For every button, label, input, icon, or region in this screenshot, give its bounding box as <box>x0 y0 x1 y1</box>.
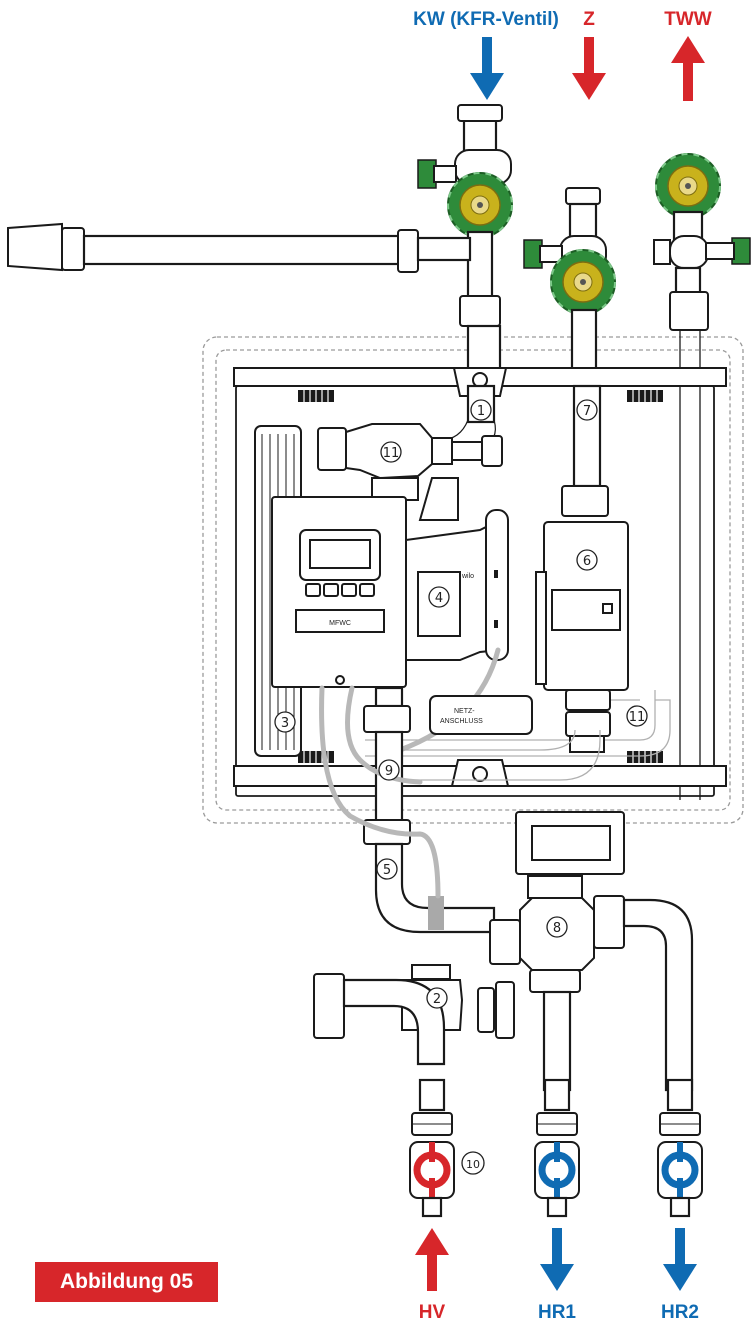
label-hr1: HR1 <box>538 1302 576 1323</box>
arrow-down-hr1 <box>540 1228 574 1291</box>
callout-10: 10 <box>461 1151 485 1175</box>
pipe-hr1-stem <box>542 990 572 1092</box>
netz-anschluss-box: NETZ- ANSCHLUSS <box>429 695 533 735</box>
svg-text:11: 11 <box>383 446 400 461</box>
arrow-up-tww <box>671 36 705 101</box>
figure-caption-badge: Abbildung 05 <box>35 1262 218 1302</box>
svg-text:4: 4 <box>435 591 443 606</box>
callout-5: 5 <box>376 858 398 880</box>
pipe-hr2-loop <box>622 898 694 1092</box>
svg-text:8: 8 <box>553 921 561 936</box>
bottom-rail-bracket <box>450 759 510 787</box>
ball-valve-hr1[interactable] <box>535 1140 579 1200</box>
pump-brand: wilo <box>461 573 474 580</box>
arrow-down-z <box>572 37 606 100</box>
netz-label-1: NETZ- <box>454 708 475 715</box>
label-z: Z <box>583 9 595 30</box>
module-8 <box>515 811 625 993</box>
return-elbow <box>313 973 446 1066</box>
svg-text:2: 2 <box>433 992 441 1007</box>
svg-text:6: 6 <box>583 554 591 569</box>
ball-valve-hv[interactable] <box>410 1140 454 1200</box>
callout-4: 4 <box>428 586 450 608</box>
svg-text:5: 5 <box>383 863 391 878</box>
arrow-down-hr2 <box>663 1228 697 1291</box>
kw-valve-assembly <box>417 104 513 372</box>
svg-text:3: 3 <box>281 716 289 731</box>
pump-6 <box>535 521 629 691</box>
callout-2: 2 <box>426 987 448 1009</box>
svg-text:1: 1 <box>477 404 485 419</box>
callout-7: 7 <box>576 399 598 421</box>
callout-11-top: 11 <box>380 441 402 463</box>
callout-6: 6 <box>576 549 598 571</box>
label-tww: TWW <box>664 9 712 30</box>
callout-9: 9 <box>378 759 400 781</box>
tww-valve-assembly <box>653 153 751 800</box>
svg-text:10: 10 <box>466 1158 480 1171</box>
label-kw: KW (KFR-Ventil) <box>413 9 559 30</box>
arrow-up-hv <box>415 1228 449 1291</box>
svg-text:9: 9 <box>385 764 393 779</box>
callout-1: 1 <box>470 399 492 421</box>
svg-text:7: 7 <box>583 404 591 419</box>
label-hv: HV <box>419 1302 446 1323</box>
callout-8: 8 <box>546 916 568 938</box>
svg-text:11: 11 <box>629 710 646 725</box>
pump-4 <box>405 509 509 661</box>
callout-11-mid: 11 <box>626 705 648 727</box>
netz-label-2: ANSCHLUSS <box>440 718 483 725</box>
valve-11-top <box>317 423 503 521</box>
kfr-side-pipe <box>7 222 472 273</box>
ball-valve-hr2[interactable] <box>658 1140 702 1200</box>
controller-label: MFWC <box>329 620 351 627</box>
controller-mfwc <box>271 496 407 688</box>
pipe-5 <box>374 842 521 965</box>
label-hr2: HR2 <box>661 1302 699 1323</box>
z-valve-assembly <box>523 187 616 372</box>
callout-3: 3 <box>274 711 296 733</box>
valve-11-mid <box>565 689 611 753</box>
arrow-down-kw <box>470 37 504 100</box>
